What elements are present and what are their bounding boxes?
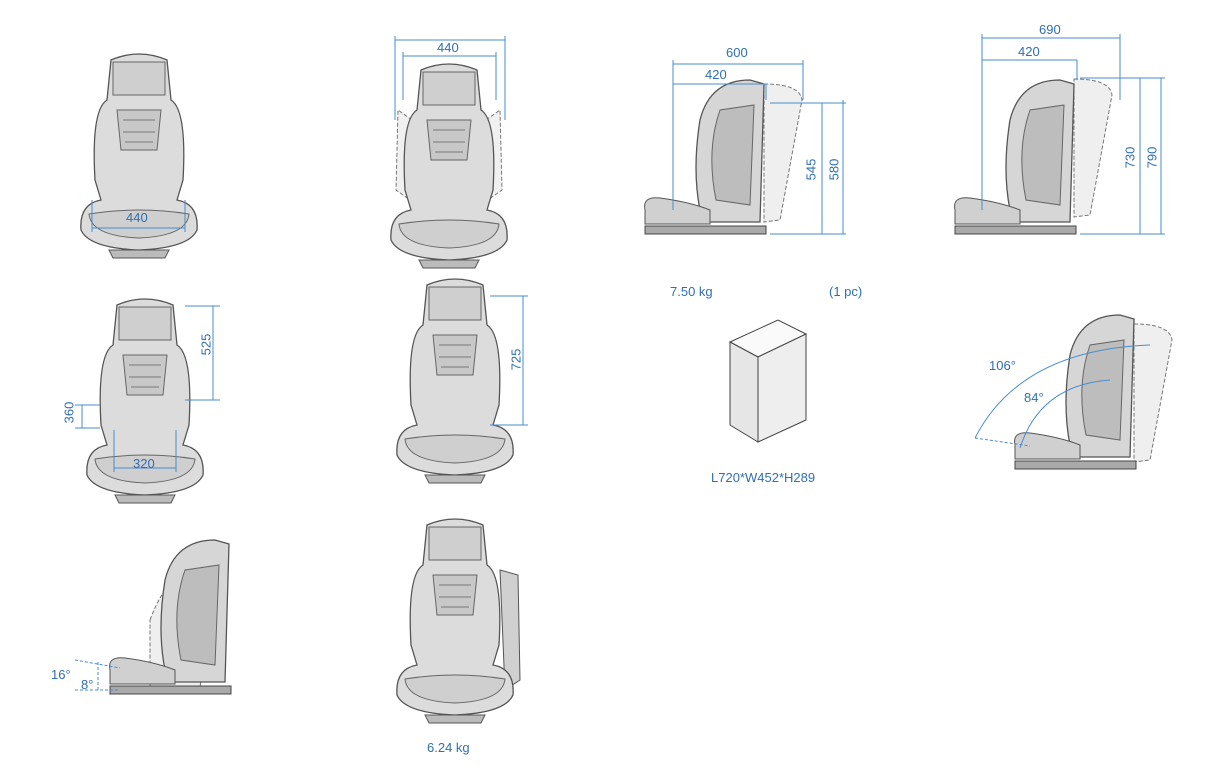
extended-height-back-label: 730: [1122, 146, 1138, 169]
recline-outer-angle: 106°: [989, 358, 1016, 373]
seat-height-label: 360: [61, 401, 77, 424]
seat-front-dims-view: [86, 298, 204, 504]
height-dimension-line: [490, 295, 528, 426]
tilt-angle-lines: [74, 659, 121, 692]
seat-side-view: [643, 79, 767, 235]
tilt-outer-angle: 16°: [51, 667, 71, 682]
package-box-icon: [728, 319, 808, 443]
width-dimension-line: [394, 36, 506, 120]
tilt-inner-angle: 8°: [81, 677, 94, 692]
front-width-label: 440: [126, 210, 148, 225]
back-height-label: 525: [198, 333, 214, 356]
recline-inner-angle: 84°: [1024, 390, 1044, 405]
side-height-back-label: 545: [803, 158, 819, 181]
package-weight: 7.50 kg: [670, 284, 713, 299]
extended-height-total-label: 790: [1144, 146, 1160, 169]
seat-front-tall-view: [396, 278, 514, 484]
seat-perspective-view: [396, 518, 521, 724]
recline-angle-arcs: [974, 344, 1151, 449]
seat-front-wings-view: [390, 63, 508, 269]
seat-side-extended-view: [953, 79, 1077, 235]
tall-height-label: 725: [508, 348, 524, 371]
package-dimensions: L720*W452*H289: [711, 470, 816, 485]
seat-width-label: 320: [133, 456, 155, 471]
depth-height-dimension-lines: [981, 34, 1165, 235]
side-depth-total-label: 600: [726, 45, 748, 60]
seat-weight-label: 6.24 kg: [427, 740, 470, 755]
seat-front-view: [80, 53, 198, 259]
depth-height-dimension-lines: [672, 60, 846, 235]
extended-depth-total-label: 690: [1039, 22, 1061, 37]
front-wings-width-label: 440: [437, 40, 459, 55]
width-dimension-line: [91, 200, 186, 232]
seat-side-tilt-view: [108, 539, 232, 695]
side-height-total-label: 580: [826, 158, 842, 181]
side-depth-base-label: 420: [705, 67, 727, 82]
package-quantity: (1 pc): [829, 284, 863, 299]
seat-dimension-lines: [75, 305, 220, 472]
extended-depth-base-label: 420: [1018, 44, 1040, 59]
